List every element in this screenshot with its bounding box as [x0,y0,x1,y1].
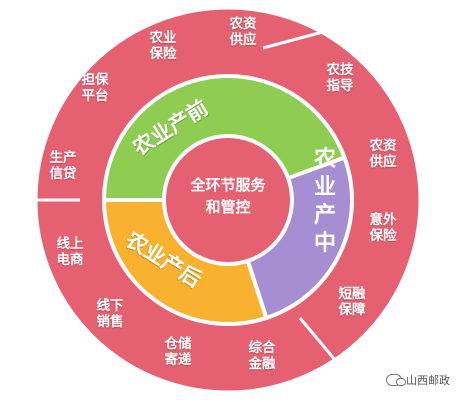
watermark: 山西邮政 [386,372,450,388]
divider-top-right [262,28,331,50]
outer-label-mid-4: 短融 保障 [338,286,366,318]
outer-label-mid-1: 农技 指导 [326,62,354,94]
watermark-text: 山西邮政 [406,374,450,387]
center-label: 全环节服务 和管控 [190,176,266,216]
center-circle [162,134,294,266]
outer-label-post-3: 仓储 寄递 [164,336,192,368]
outer-label-pre-2: 担保 平台 [81,72,109,104]
outer-label-pre-3: 生产 信贷 [49,150,77,182]
outer-label-post-4: 综合 金融 [248,340,276,372]
outer-label-post-2: 线下 销售 [96,298,124,330]
outer-label-mid-2: 农资 供应 [369,138,397,170]
stage-label-mid: 农 业 产 中 [313,147,336,256]
outer-label-top: 农资 供应 [229,16,257,48]
outer-label-pre-1: 农业 保险 [149,30,177,62]
wechat-icon [386,374,406,386]
divider-bottom-right [298,317,337,361]
outer-label-mid-3: 意外 保险 [369,212,397,244]
outer-label-post-1: 线上 电商 [56,236,84,268]
